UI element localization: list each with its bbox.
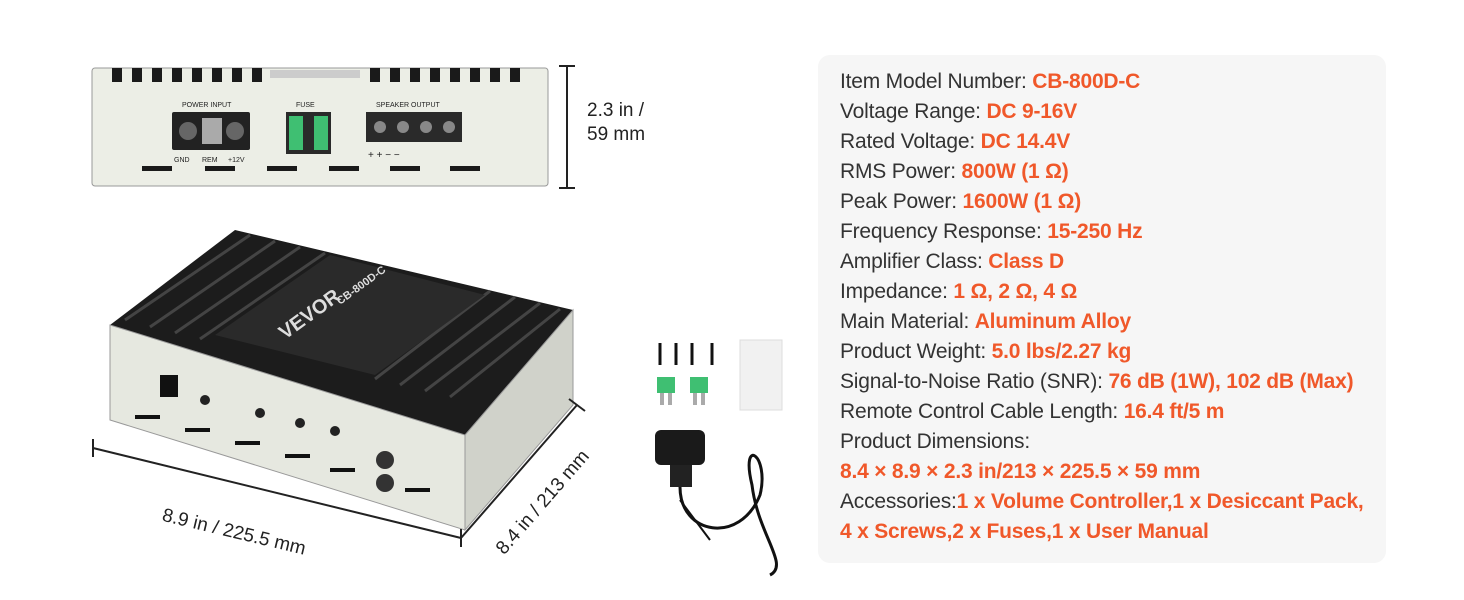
spec-value: 1 Ω, 2 Ω, 4 Ω	[953, 280, 1078, 303]
speaker-output-marking: SPEAKER OUTPUT	[376, 102, 441, 109]
spec-label: Remote Control Cable Length:	[840, 400, 1124, 423]
spec-value: DC 9-16V	[986, 100, 1078, 123]
spec-label: Accessories:	[840, 490, 957, 513]
spec-value: 16.4 ft/5 m	[1123, 400, 1225, 423]
height-label-mm: 59 mm	[587, 124, 646, 145]
spec-frequency-response: Frequency Response: 15-250 Hz	[840, 217, 1364, 247]
spec-label: Item Model Number:	[840, 70, 1033, 93]
spec-value: 15-250 Hz	[1047, 220, 1143, 243]
spec-value: 76 dB (1W), 102 dB (Max)	[1108, 370, 1354, 393]
spec-cable-length: Remote Control Cable Length: 16.4 ft/5 m	[840, 397, 1364, 427]
spec-accessories-continued: 4 x Screws,2 x Fuses,1 x User Manual	[840, 517, 1364, 547]
spec-value: 1 x Volume Controller,1 x Desiccant Pack…	[956, 490, 1364, 513]
spec-list: Item Model Number: CB-800D-C Voltage Ran…	[840, 67, 1364, 547]
accessories-image	[655, 339, 783, 577]
spec-value: Aluminum Alloy	[974, 310, 1131, 333]
spec-label: Amplifier Class:	[840, 250, 989, 273]
spec-label: RMS Power:	[840, 160, 962, 183]
spec-main-material: Main Material: Aluminum Alloy	[840, 307, 1364, 337]
spec-label: Frequency Response:	[840, 220, 1048, 243]
screws-icon	[658, 343, 714, 365]
spec-impedance: Impedance: 1 Ω, 2 Ω, 4 Ω	[840, 277, 1364, 307]
spec-value: 5.0 lbs/2.27 kg	[991, 340, 1132, 363]
spec-label: Peak Power:	[840, 190, 963, 213]
spec-value: Class D	[988, 250, 1064, 273]
spec-dimensions-value: 8.4 × 8.9 × 2.3 in/213 × 225.5 × 59 mm	[840, 457, 1364, 487]
spec-label: Signal-to-Noise Ratio (SNR):	[840, 370, 1109, 393]
spec-label: Product Dimensions:	[840, 430, 1030, 453]
spec-value: DC 14.4V	[980, 130, 1071, 153]
spec-product-weight: Product Weight: 5.0 lbs/2.27 kg	[840, 337, 1364, 367]
spec-label: Impedance:	[840, 280, 954, 303]
spec-label: Main Material:	[840, 310, 975, 333]
spec-peak-power: Peak Power: 1600W (1 Ω)	[840, 187, 1364, 217]
rem-marking: REM	[202, 157, 218, 164]
spec-value: 800W (1 Ω)	[961, 160, 1069, 183]
spec-amplifier-class: Amplifier Class: Class D	[840, 247, 1364, 277]
desiccant-pack-icon	[739, 339, 783, 411]
spec-rated-voltage: Rated Voltage: DC 14.4V	[840, 127, 1364, 157]
height-dimension-line	[559, 65, 575, 189]
spec-rms-power: RMS Power: 800W (1 Ω)	[840, 157, 1364, 187]
power-input-marking: POWER INPUT	[182, 102, 232, 109]
specifications-panel: Item Model Number: CB-800D-C Voltage Ran…	[818, 55, 1386, 563]
spec-label: Product Weight:	[840, 340, 992, 363]
amplifier-side-view: POWER INPUT FUSE SPEAKER OUTPUT GND REM …	[91, 67, 549, 187]
fuses-icon	[657, 377, 708, 405]
spec-value: 8.4 × 8.9 × 2.3 in/213 × 225.5 × 59 mm	[840, 460, 1201, 483]
polarity-marking: + + − −	[368, 150, 400, 161]
amplifier-main-view: VEVOR CB-800D-C	[109, 230, 574, 532]
spec-voltage-range: Voltage Range: DC 9-16V	[840, 97, 1364, 127]
spec-value: 4 x Screws,2 x Fuses,1 x User Manual	[840, 520, 1209, 543]
width-depth-dimension-lines	[92, 398, 586, 547]
gnd-marking: GND	[174, 157, 190, 164]
spec-value: CB-800D-C	[1032, 70, 1141, 93]
height-label: 2.3 in /	[587, 100, 645, 121]
spec-snr: Signal-to-Noise Ratio (SNR): 76 dB (1W),…	[840, 367, 1364, 397]
spec-label: Voltage Range:	[840, 100, 987, 123]
plus12v-marking: +12V	[228, 157, 245, 164]
spec-model-number: Item Model Number: CB-800D-C	[840, 67, 1364, 97]
spec-label: Rated Voltage:	[840, 130, 981, 153]
fuse-marking: FUSE	[296, 102, 315, 109]
spec-value: 1600W (1 Ω)	[962, 190, 1082, 213]
volume-controller-icon	[655, 430, 778, 577]
spec-accessories: Accessories:1 x Volume Controller,1 x De…	[840, 487, 1364, 517]
spec-dimensions-heading: Product Dimensions:	[840, 427, 1364, 457]
